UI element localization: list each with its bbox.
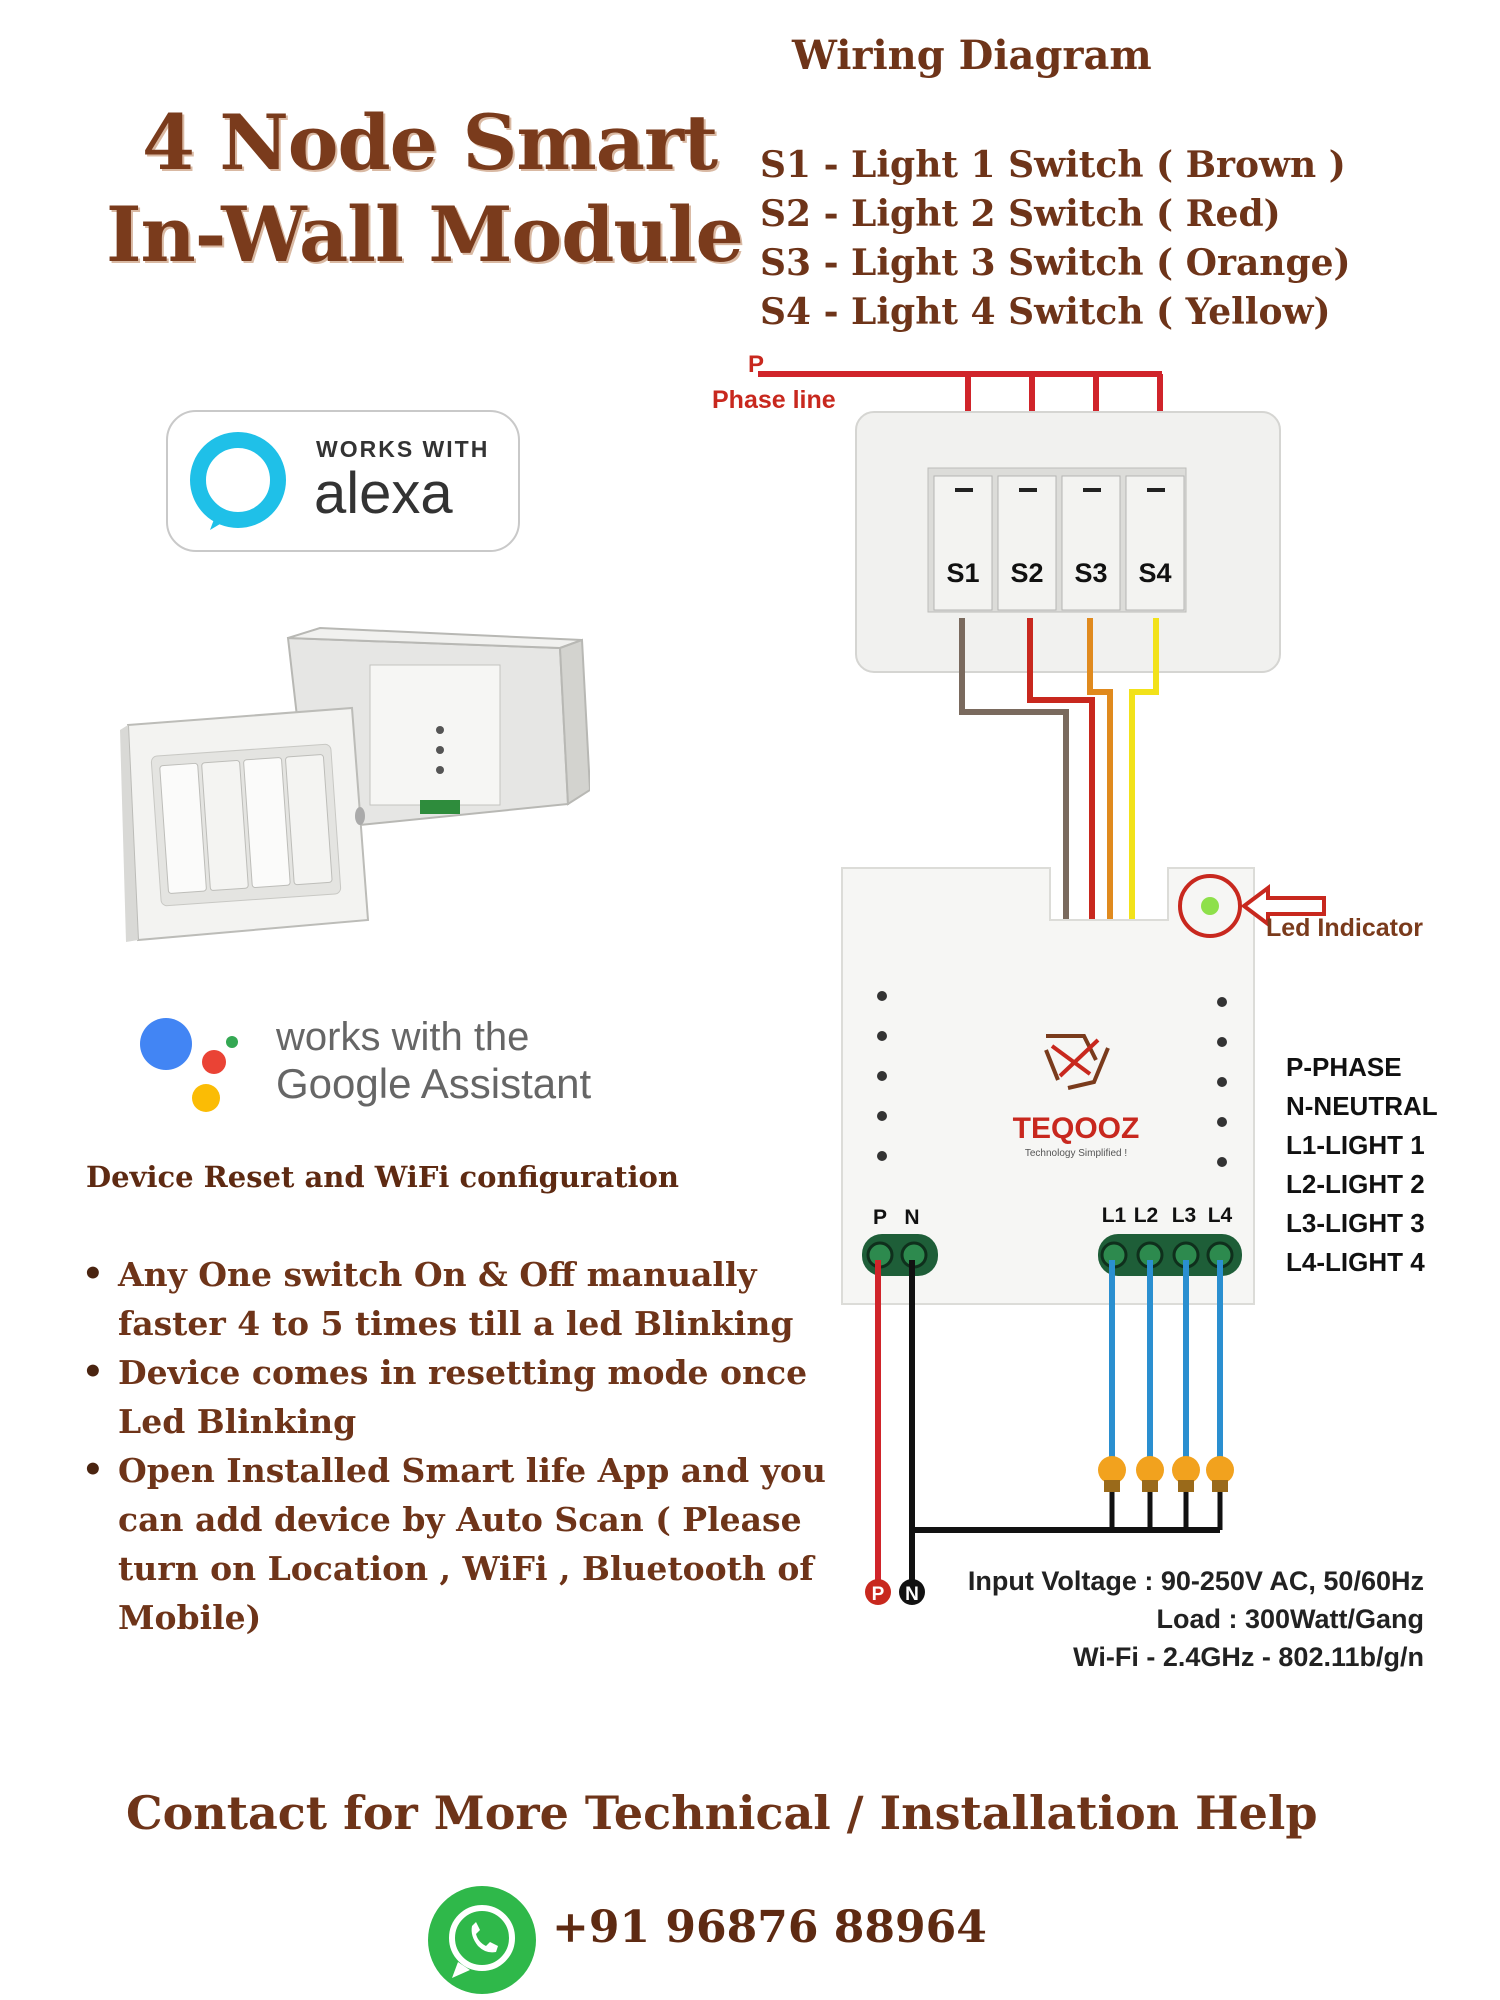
terminal-label-p: P — [873, 1206, 887, 1229]
teqooz-logo-icon — [1044, 1034, 1110, 1090]
pin-legend-l4: L4-LIGHT 4 — [1286, 1247, 1425, 1277]
specs: Input Voltage : 90-250V AC, 50/60Hz Load… — [968, 1562, 1424, 1676]
bulb-return-wires — [1109, 1490, 1223, 1530]
wire-s3-orange — [1087, 618, 1113, 920]
led-arrow-icon — [1240, 884, 1326, 928]
feed-label-n: N — [905, 1584, 919, 1605]
feed-label-p: P — [872, 1584, 885, 1605]
title-line-2: In-Wall Module — [106, 190, 744, 279]
switch-rockers — [933, 475, 1185, 611]
switch-bank — [927, 467, 1187, 613]
contact-phone[interactable]: +91 96876 88964 — [552, 1902, 987, 1953]
terminal-label-l4: L4 — [1208, 1204, 1233, 1227]
alexa-name: alexa — [314, 461, 453, 526]
feed-wire-neutral — [909, 1260, 1220, 1584]
reset-step-2: Device comes in resetting mode once Led … — [82, 1348, 852, 1446]
brand-name: TEQOOZ — [1013, 1112, 1140, 1145]
teqooz-logo-accent — [1050, 1038, 1100, 1078]
phase-drops — [965, 374, 1163, 464]
alexa-ring-icon — [190, 432, 286, 530]
whatsapp-icon[interactable] — [426, 1884, 538, 1996]
legend-s2: S2 - Light 2 Switch ( Red) — [760, 193, 1281, 235]
led-indicator — [1201, 897, 1219, 915]
spec-wifi: Wi-Fi - 2.4GHz - 802.11b/g/n — [1073, 1642, 1424, 1672]
feed-marker-p — [865, 1579, 891, 1605]
feed-marker-n — [899, 1579, 925, 1605]
pin-legend-l3: L3-LIGHT 3 — [1286, 1208, 1425, 1238]
load-wires — [1109, 1260, 1223, 1462]
led-indicator-ring — [1178, 874, 1242, 938]
pin-legend-l2: L2-LIGHT 2 — [1286, 1169, 1425, 1199]
product-illustration — [120, 626, 590, 942]
terminal-block-loads — [1098, 1234, 1242, 1276]
bulb-icons — [1098, 1456, 1234, 1492]
led-indicator-label: Led Indicator — [1266, 914, 1423, 942]
switch-plate — [855, 411, 1281, 673]
wiring-diagram-heading: Wiring Diagram — [792, 32, 1152, 79]
alexa-works-with: WORKS WITH — [316, 436, 490, 462]
pin-legend: P-PHASE N-NEUTRAL L1-LIGHT 1 L2-LIGHT 2 … — [1286, 1048, 1438, 1282]
spec-input-voltage: Input Voltage : 90-250V AC, 50/60Hz — [967, 1566, 1424, 1596]
wire-s4-yellow — [1129, 618, 1159, 920]
legend-s4: S4 - Light 4 Switch ( Yellow) — [760, 291, 1331, 333]
legend-s3: S3 - Light 3 Switch ( Orange) — [760, 242, 1351, 284]
module-body — [841, 867, 1255, 1305]
legend-s1: S1 - Light 1 Switch ( Brown ) — [760, 144, 1346, 186]
switch-label-s4: S4 — [1138, 558, 1171, 588]
contact-heading: Contact for More Technical / Installatio… — [126, 1786, 1318, 1840]
switch-label-s3: S3 — [1074, 558, 1107, 588]
google-dots-icon — [140, 1018, 238, 1112]
pin-legend-p: P-PHASE — [1286, 1052, 1402, 1082]
terminal-label-l3: L3 — [1172, 1204, 1197, 1227]
reset-steps: Any One switch On & Off manually faster … — [82, 1250, 852, 1642]
pin-legend-n: N-NEUTRAL — [1286, 1091, 1438, 1121]
switch-label-s2: S2 — [1010, 558, 1043, 588]
wire-s2-red — [1027, 618, 1095, 920]
terminal-label-l1: L1 — [1102, 1204, 1127, 1227]
switch-label-s1: S1 — [946, 558, 979, 588]
switch-legend: S1 - Light 1 Switch ( Brown ) S2 - Light… — [760, 144, 1351, 340]
phase-line-label: Phase line — [712, 386, 836, 414]
spec-load: Load : 300Watt/Gang — [1156, 1604, 1424, 1634]
pin-legend-l1: L1-LIGHT 1 — [1286, 1130, 1425, 1160]
terminal-label-n: N — [904, 1206, 919, 1229]
wire-s1-brown — [959, 618, 1069, 920]
brand-tagline: Technology Simplified ! — [1025, 1148, 1127, 1159]
reset-step-1: Any One switch On & Off manually faster … — [82, 1250, 852, 1348]
google-line-1: works with the — [276, 1015, 530, 1059]
terminal-label-l2: L2 — [1134, 1204, 1159, 1227]
reset-heading: Device Reset and WiFi configuration — [86, 1160, 679, 1194]
module-screw-holes — [877, 991, 1227, 1167]
title-line-1: 4 Node Smart — [142, 98, 718, 187]
phase-short-label: P — [748, 351, 764, 378]
google-line-2: Google Assistant — [276, 1060, 592, 1107]
alexa-badge: WORKS WITH alexa — [166, 410, 520, 552]
reset-step-3: Open Installed Smart life App and you ca… — [82, 1446, 852, 1642]
terminal-block-pn — [862, 1234, 938, 1276]
